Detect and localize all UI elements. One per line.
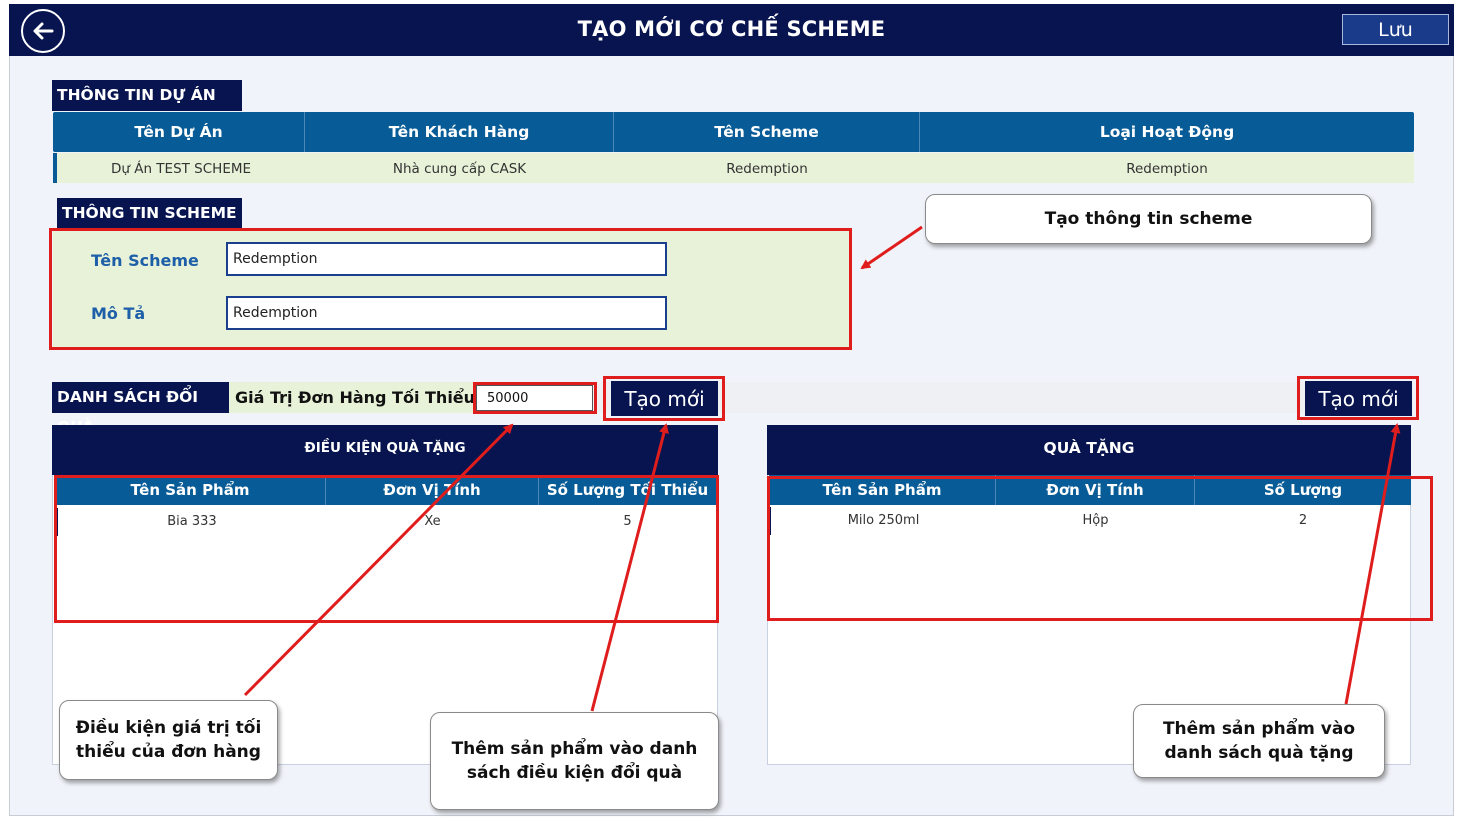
min-order-label: Giá Trị Đơn Hàng Tối Thiểu — [235, 388, 476, 407]
callout-min-value: Điều kiện giá trị tối thiểu của đơn hàng — [59, 700, 278, 780]
table-row[interactable]: Bia 333 Xe 5 — [55, 508, 716, 536]
callout-text: Điều kiện giá trị tối — [75, 718, 262, 738]
activity-type-cell: Redemption — [1126, 161, 1208, 177]
customer-name-cell: Nhà cung cấp CASK — [392, 161, 527, 177]
product-name-cell: Bia 333 — [167, 514, 217, 529]
gift-toolbar — [229, 382, 1413, 413]
table-row[interactable]: Milo 250ml Hộp 2 — [769, 507, 1411, 535]
callout-add-gift: Thêm sản phẩm vào danh sách quà tặng — [1133, 704, 1385, 778]
scheme-name-label: Tên Scheme — [91, 251, 199, 270]
callout-scheme-info: Tạo thông tin scheme — [925, 194, 1372, 244]
page-title: TẠO MỚI CƠ CHẾ SCHEME — [577, 17, 886, 41]
gift-section-title: DANH SÁCH ĐỔI QUÀ — [52, 382, 229, 436]
project-table-header: Tên Dự Án Tên Khách Hàng Tên Scheme Loại… — [53, 112, 1414, 152]
project-name-cell: Dự Án TEST SCHEME — [110, 161, 252, 177]
column-header: Tên Sản Phẩm — [769, 475, 996, 505]
column-header: Số Lượng — [1263, 481, 1343, 499]
column-header: Tên Khách Hàng — [305, 112, 614, 152]
project-section-title: THÔNG TIN DỰ ÁN — [52, 80, 242, 111]
column-header: Đơn Vị Tính — [326, 475, 539, 505]
create-gift-button[interactable]: Tạo mới — [1305, 381, 1412, 416]
product-name-cell: Milo 250ml — [847, 513, 920, 528]
callout-text: Thêm sản phẩm vào danh — [451, 739, 698, 759]
column-header: Số Lượng Tối Thiểu — [546, 481, 709, 499]
save-button[interactable]: Lưu — [1342, 14, 1449, 45]
conditions-title: ĐIỀU KIỆN QUÀ TẶNG — [52, 425, 718, 475]
gifts-table-header: Tên Sản Phẩm Đơn Vị Tính Số Lượng — [769, 475, 1411, 505]
description-label: Mô Tả — [91, 304, 146, 323]
unit-cell: Xe — [424, 514, 441, 529]
scheme-section-title: THÔNG TIN SCHEME — [57, 198, 242, 229]
description-input[interactable] — [226, 296, 667, 330]
callout-text: Thêm sản phẩm vào — [1162, 719, 1356, 739]
unit-cell: Hộp — [1082, 513, 1109, 528]
callout-text: sách điều kiện đổi quà — [466, 763, 683, 783]
callout-text: danh sách quà tặng — [1164, 743, 1354, 763]
arrow-left-icon — [33, 22, 54, 40]
quantity-cell: 2 — [1298, 513, 1308, 528]
scheme-name-cell: Redemption — [726, 161, 808, 177]
column-header: Đơn Vị Tính — [996, 475, 1195, 505]
table-row[interactable]: Dự Án TEST SCHEME Nhà cung cấp CASK Rede… — [53, 153, 1414, 183]
scheme-name-input[interactable] — [226, 242, 667, 276]
callout-text: Tạo thông tin scheme — [1044, 209, 1253, 229]
column-header: Tên Scheme — [614, 112, 920, 152]
top-bar: TẠO MỚI CƠ CHẾ SCHEME Lưu — [9, 4, 1454, 56]
back-button[interactable] — [21, 9, 65, 53]
column-header: Tên Dự Án — [53, 112, 305, 152]
callout-text: thiểu của đơn hàng — [76, 742, 261, 762]
gifts-title: QUÀ TẶNG — [767, 425, 1411, 475]
min-order-input[interactable] — [476, 385, 593, 411]
conditions-table-header: Tên Sản Phẩm Đơn Vị Tính Số Lượng Tối Th… — [55, 475, 716, 505]
create-condition-button[interactable]: Tạo mới — [611, 381, 718, 416]
column-header: Tên Sản Phẩm — [55, 475, 326, 505]
callout-add-condition: Thêm sản phẩm vào danh sách điều kiện đổ… — [430, 712, 719, 810]
min-qty-cell: 5 — [623, 514, 632, 529]
column-header: Loại Hoạt Động — [1099, 123, 1235, 141]
